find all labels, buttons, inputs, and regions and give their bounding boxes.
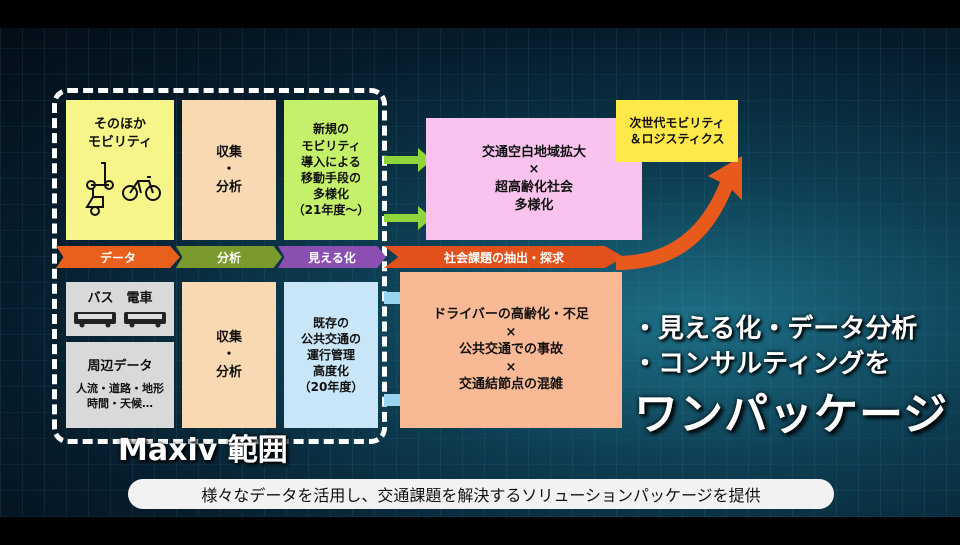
service-bullets: ・見える化・データ分析 ・コンサルティングを (632, 312, 917, 382)
collect-analyze-box-1: 収集 ・ 分析 (182, 100, 276, 240)
other-mobility-box: そのほか モビリティ (66, 100, 174, 240)
band-visualize: 見える化 (278, 246, 386, 268)
bus-train-icon (74, 312, 166, 328)
next-gen-mobility-label: 次世代モビリティ ＆ロジスティクス (629, 115, 725, 146)
collect-analyze-label-1: 収集 ・ 分析 (215, 144, 242, 195)
growth-arrow (616, 156, 742, 270)
collect-analyze-box-2: 収集 ・ 分析 (182, 282, 276, 428)
maxiv-range-frame (52, 88, 387, 444)
caption-text: 様々なデータを活用し、交通課題を解決するソリューションパッケージを提供 (201, 486, 761, 505)
bullet-consulting: ・コンサルティングを (632, 349, 891, 380)
band-analysis-label: 分析 (216, 250, 241, 265)
new-mobility-label: 新規の モビリティ 導入による 移動手段の 多様化 （21年度～） (292, 122, 370, 218)
pink-issue-label: 交通空白地域拡大 × 超高齢化社会 多様化 (481, 144, 586, 213)
band-visualize-label: 見える化 (308, 250, 356, 265)
orange-issue-label: ドライバーの高齢化・不足 × 公共交通での事故 × 交通結節点の混雑 (433, 307, 589, 393)
nearby-data-label: 周辺データ (87, 359, 153, 375)
maxiv-range-label: Maxiv 範囲 (118, 433, 288, 468)
orange-issue-box: ドライバーの高齢化・不足 × 公共交通での事故 × 交通結節点の混雑 (400, 272, 622, 428)
nearby-data-box: 周辺データ 人流・道路・地形 時間・天候… (66, 342, 174, 428)
next-gen-mobility-box: 次世代モビリティ ＆ロジスティクス (616, 100, 738, 162)
scooter-bicycle-wheelchair-icon (85, 162, 161, 217)
bullet-visualize: ・見える化・データ分析 (632, 314, 918, 344)
pink-issue-box: 交通空白地域拡大 × 超高齢化社会 多様化 (426, 118, 642, 240)
band-data: データ (56, 246, 180, 268)
new-mobility-box: 新規の モビリティ 導入による 移動手段の 多様化 （21年度～） (284, 100, 378, 240)
band-social-issues: 社会課題の抽出・探求 (384, 246, 624, 268)
band-analysis: 分析 (176, 246, 282, 268)
green-arrows (384, 148, 432, 230)
band-social-label: 社会課題の抽出・探求 (443, 250, 564, 265)
caption-bar: 様々なデータを活用し、交通課題を解決するソリューションパッケージを提供 (128, 479, 834, 509)
bus-train-box: バス 電車 (66, 282, 174, 336)
nearby-data-detail: 人流・道路・地形 時間・天候… (76, 381, 164, 410)
existing-transit-label: 既存の 公共交通の 運行管理 高度化 （20年度） (298, 315, 364, 395)
existing-transit-box: 既存の 公共交通の 運行管理 高度化 （20年度） (284, 282, 378, 428)
band-data-label: データ (99, 250, 136, 265)
bus-train-label: バス 電車 (87, 290, 153, 306)
one-package-text: ワンパッケージ (634, 389, 949, 440)
collect-analyze-label-2: 収集 ・ 分析 (215, 329, 242, 380)
other-mobility-label: そのほか モビリティ (87, 117, 153, 150)
